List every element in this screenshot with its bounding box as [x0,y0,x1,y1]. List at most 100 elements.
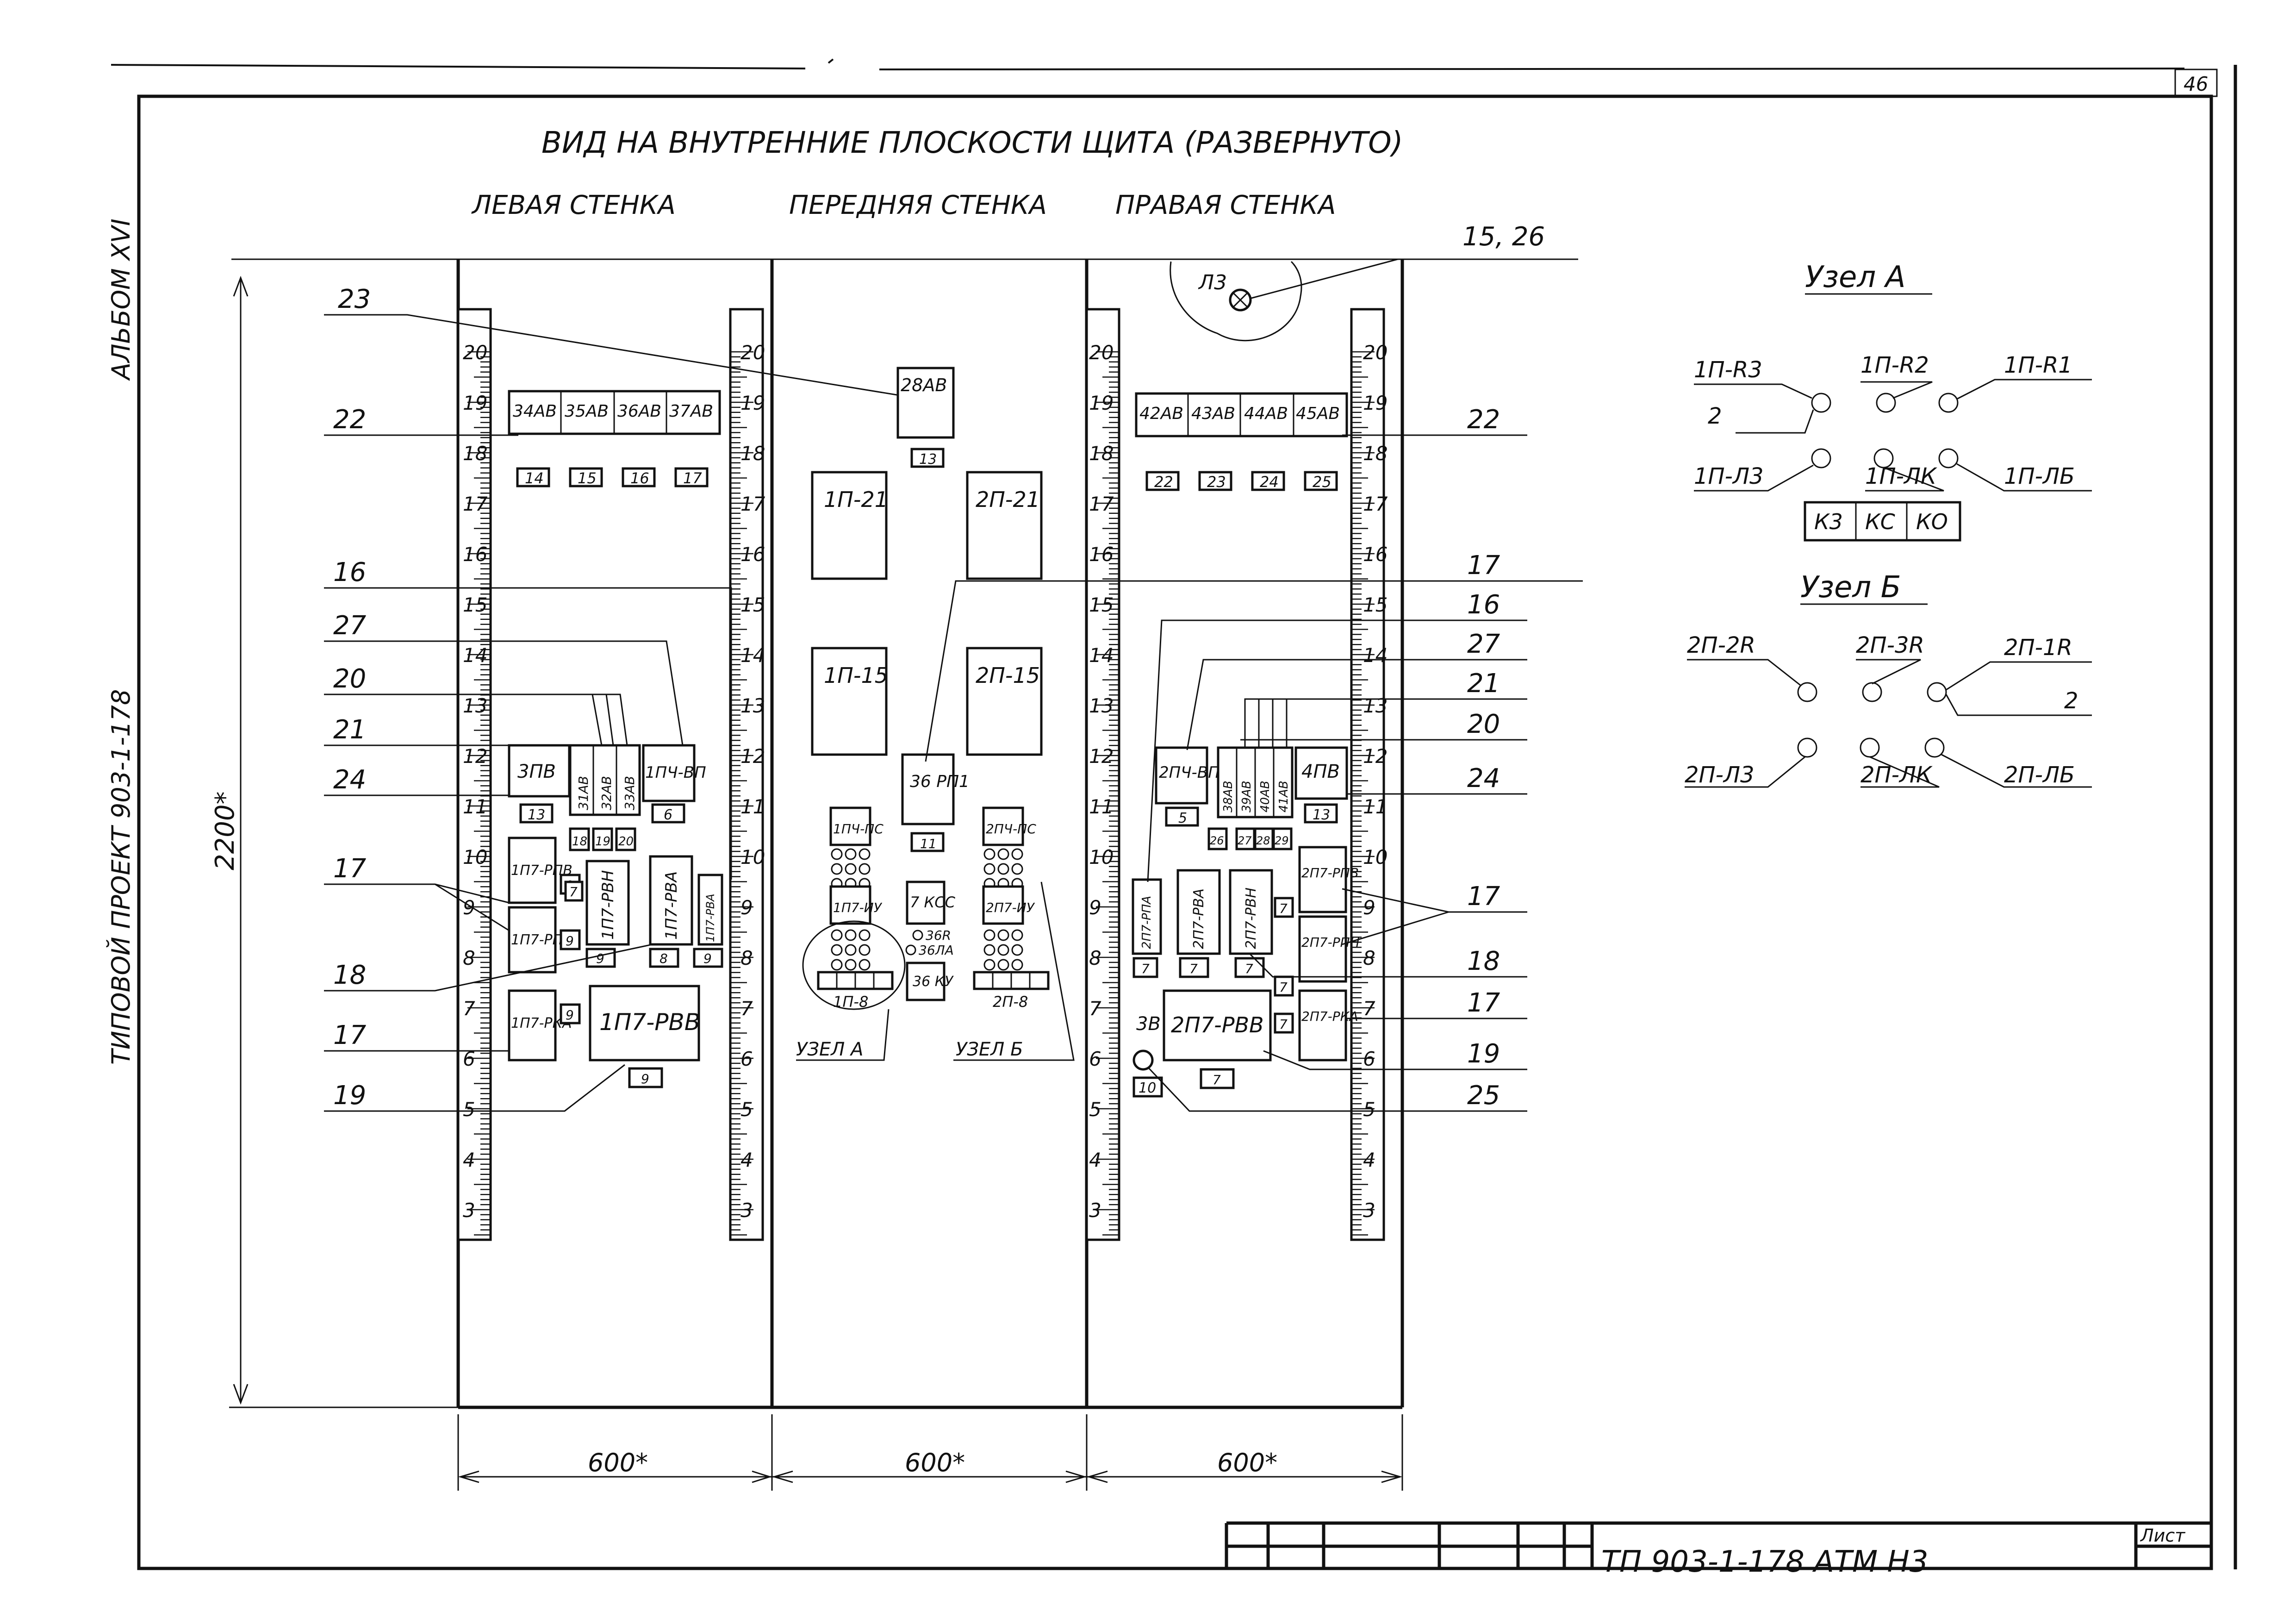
relay-2p7-rpn-box [1298,915,1347,983]
terminal-dot [1011,929,1023,941]
relay-1p7-rva: 1П7-РВА [662,871,681,940]
node-a-r1: 1П-R1 [2004,352,2072,378]
tag-20: 20 [618,835,634,849]
tag-29: 29 [1275,834,1289,847]
callout-20-right: 20 [1467,709,1500,739]
block-1p-15-box [811,647,888,756]
ruler-label: 4 [463,1149,475,1171]
ruler-label: 13 [1363,694,1388,717]
breaker-44av: 44АВ [1244,404,1288,423]
node-a-outline [802,920,906,1010]
callout-17-right-c: 17 [1467,988,1500,1018]
terminal-1p-8: 1П-8 [833,993,868,1011]
tag-9-rpn-box [560,929,581,950]
callout-24-right: 24 [1467,763,1500,793]
tag-7-box [564,881,584,902]
ruler-label: 12 [1363,745,1388,768]
tag-24: 24 [1260,473,1279,491]
tag-27-box [1235,827,1256,850]
terminal-dot [997,959,1009,971]
device-2p7-iu: 2П7-ИУ [986,900,1035,915]
callout-22-left: 22 [333,405,366,435]
title-block-code: ТП 903-1-178 АТМ Н3 [1601,1545,1928,1579]
ruler-label: 3 [1363,1199,1375,1222]
ruler-label: 4 [1089,1149,1101,1171]
small-av-39: 39АВ [1240,781,1254,812]
ruler-label: 12 [463,745,487,768]
small-av-41: 41АВ [1277,781,1291,812]
terminal-dot [1011,863,1023,875]
device-1p7-iu: 1П7-ИУ [833,900,883,915]
callout-25: 25 [1467,1081,1500,1111]
ruler-label: 19 [1089,392,1114,414]
ruler-label: 3 [463,1199,475,1222]
ruler-label: 18 [1089,442,1114,465]
tag-19-box [592,827,613,851]
ruler-label: 17 [463,493,488,515]
node-a-r3: 1П-R3 [1694,357,1762,383]
ruler-label: 14 [740,644,765,667]
relay-2p7-rva-box [1176,869,1221,955]
ruler-label: 7 [740,997,753,1020]
width-dimension-line [457,1414,1403,1491]
terminal-dot [983,848,996,860]
ruler-label: 16 [1089,543,1114,566]
ruler-label: 3 [1089,1199,1101,1222]
tag-13-front: 13 [919,451,937,468]
device-2pch-ps-box [982,806,1024,846]
tag-29-box [1272,827,1293,850]
tag-13-box [519,803,554,824]
tag-10: 10 [1139,1080,1156,1096]
ruler-label: 12 [1089,745,1114,768]
callout-18-right: 18 [1467,946,1500,976]
ruler-label: 11 [740,795,765,818]
callout-20-left: 20 [333,664,366,694]
breaker-43av: 43АВ [1191,404,1235,423]
device-4pv: 4ПВ [1301,761,1340,782]
node-a-detail: Узел А 1П-R3 1П-R2 1П-R1 2 1П-Л3 1П-ЛК 1… [1694,260,2092,542]
breaker-36av: 36АВ [617,402,661,421]
block-2p-15: 2П-15 [976,663,1040,688]
callout-21-left: 21 [333,715,366,745]
tag-25: 25 [1313,473,1332,491]
ruler-label: 9 [1363,896,1375,919]
left-callouts: 23 22 16 27 20 21 24 17 18 17 19 [324,284,903,1112]
ruler-label: 17 [1089,493,1114,515]
ruler-label: 10 [740,846,765,868]
node-b-1r: 2П-1R [2004,635,2072,661]
tag-7-b: 7 [1189,961,1198,976]
right-wall-caption: ПРАВАЯ СТЕНКА [1115,190,1336,220]
callout-19-right: 19 [1467,1039,1500,1069]
terminal-dot [997,863,1009,875]
terminal-1p-8-dividers [836,972,875,989]
tag-16: 16 [630,469,649,487]
terminal-dot [983,944,996,956]
relay-1p7-rva-small: 1П7-РВА [704,893,717,942]
node-a-box-k3: К3 [1814,509,1843,534]
relay-1p7-rpv-box [508,837,557,904]
tag-7-a: 7 [1141,961,1150,976]
ruler-label: 16 [740,543,765,566]
callout-16-left: 16 [333,557,366,587]
node-b-l3: 2П-Л3 [1685,762,1755,788]
tag-9-rka: 9 [566,1007,574,1023]
device-36ku: 36 КУ [913,974,954,990]
lamp-area-outline [1170,261,1302,342]
ruler-label: 8 [1363,947,1375,969]
terminal-dot [845,959,857,971]
block-2p-21: 2П-21 [976,487,1040,512]
ruler-label: 10 [463,846,487,868]
tag-22: 22 [1154,473,1173,491]
tag-27: 27 [1238,834,1252,847]
terminal-dots-right [983,848,1023,971]
ruler-label: 17 [1363,493,1388,515]
tag-8-box [649,948,679,968]
device-4pv-box [1294,746,1348,800]
tag-11-box [910,832,945,852]
node-b-leader [953,881,1075,1061]
ruler-label: 8 [740,947,753,969]
node-b-lk: 2П-ЛК [1860,762,1933,788]
ruler-label: 11 [1363,795,1388,818]
